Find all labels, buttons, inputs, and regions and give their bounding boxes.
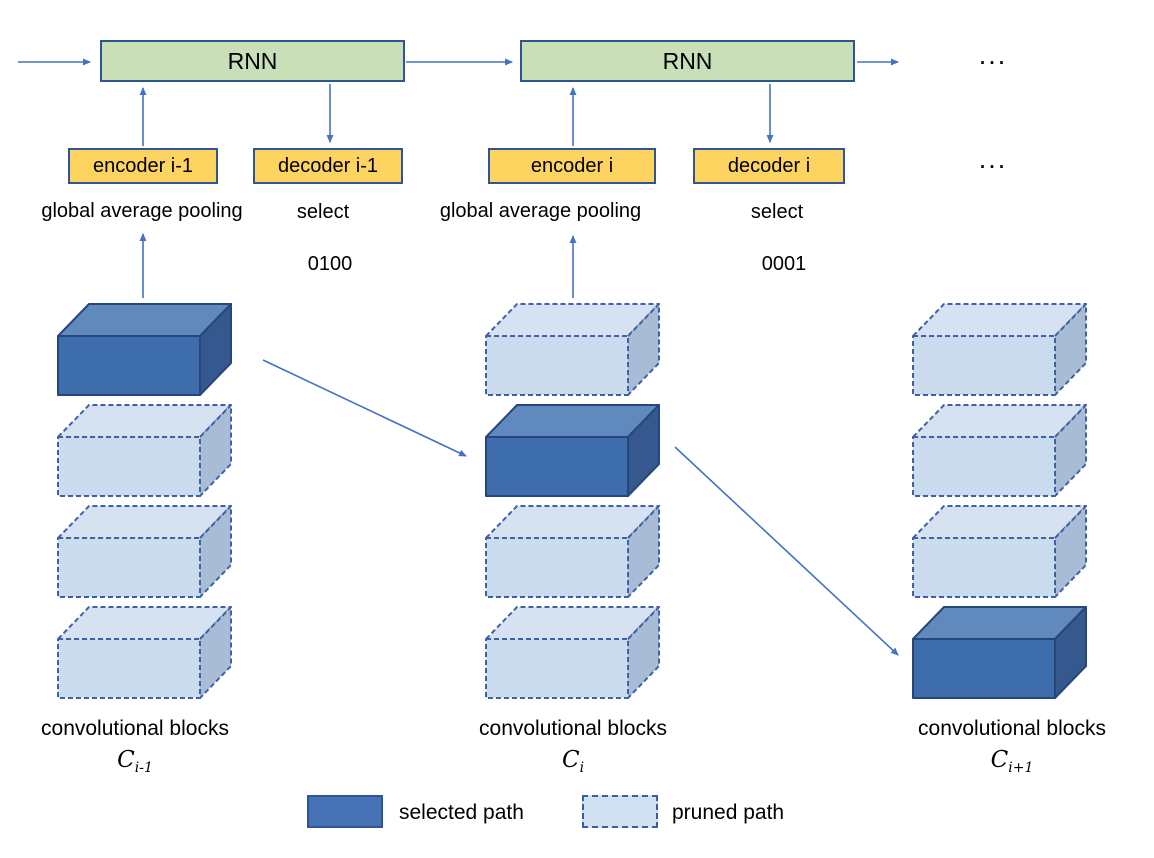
rnn-label-cur: RNN bbox=[662, 47, 713, 74]
path-arrow-prev-to-cur bbox=[262, 359, 467, 457]
select-label-cur: select bbox=[750, 201, 804, 223]
conv-block-pruned bbox=[485, 303, 660, 396]
conv-block-face bbox=[485, 638, 629, 699]
conv-block-pruned bbox=[485, 505, 660, 598]
conv-block-face bbox=[485, 335, 629, 396]
rnn-box-prev: RNN bbox=[100, 40, 405, 82]
conv-stack-next bbox=[912, 302, 1090, 702]
encoder-cur-label: encoder i bbox=[530, 154, 614, 177]
decoder-cur-box: decoder i bbox=[693, 148, 845, 184]
conv-block-face bbox=[912, 436, 1056, 497]
math-subscript: i+1 bbox=[1008, 760, 1034, 776]
conv-block-face bbox=[485, 537, 629, 598]
conv-block-pruned bbox=[485, 606, 660, 699]
decoder-prev-box: decoder i-1 bbox=[253, 148, 403, 184]
path-arrow-cur-to-next bbox=[674, 446, 899, 656]
conv-block-face bbox=[912, 335, 1056, 396]
math-symbol: C bbox=[561, 747, 580, 773]
encoder-prev-label: encoder i-1 bbox=[92, 154, 194, 177]
rnn-label-prev: RNN bbox=[227, 47, 278, 74]
legend-swatch-selected bbox=[307, 795, 383, 828]
conv-block-pruned bbox=[912, 303, 1087, 396]
conv-caption-cur-symbol: Ci bbox=[453, 746, 693, 782]
conv-block-pruned bbox=[912, 404, 1087, 497]
gap-label-cur: global average pooling bbox=[439, 200, 642, 222]
math-subscript: i-1 bbox=[134, 760, 153, 776]
select-label-prev: select bbox=[296, 201, 350, 223]
decoder-prev-label: decoder i-1 bbox=[277, 154, 379, 177]
conv-block-face bbox=[1054, 303, 1087, 396]
decoder-cur-label: decoder i bbox=[727, 154, 811, 177]
conv-block-pruned bbox=[57, 606, 232, 699]
conv-caption-cur: convolutional blocks Ci bbox=[453, 716, 693, 782]
conv-block-selected bbox=[912, 606, 1087, 699]
conv-stack-next-svg bbox=[912, 303, 1087, 699]
conv-caption-prev: convolutional blocks Ci-1 bbox=[15, 716, 255, 782]
select-code-prev: 0100 bbox=[307, 253, 353, 275]
conv-block-face bbox=[57, 537, 201, 598]
conv-block-face bbox=[199, 404, 232, 497]
conv-block-face bbox=[485, 436, 629, 497]
conv-caption-cur-text: convolutional blocks bbox=[479, 717, 667, 740]
select-code-cur: 0001 bbox=[761, 253, 807, 275]
rnn-box-cur: RNN bbox=[520, 40, 855, 82]
conv-block-face bbox=[57, 638, 201, 699]
encoder-prev-box: encoder i-1 bbox=[68, 148, 218, 184]
rnn-row-ellipsis: ... bbox=[978, 40, 1008, 70]
conv-stack-cur bbox=[485, 302, 663, 702]
conv-block-face bbox=[1054, 505, 1087, 598]
conv-block-selected bbox=[57, 303, 232, 396]
conv-block-face bbox=[627, 606, 660, 699]
math-subscript: i bbox=[579, 760, 585, 776]
conv-caption-next: convolutional blocks Ci+1 bbox=[892, 716, 1132, 782]
conv-stack-prev-svg bbox=[57, 303, 232, 699]
conv-caption-next-symbol: Ci+1 bbox=[892, 746, 1132, 782]
conv-block-pruned bbox=[57, 505, 232, 598]
conv-block-face bbox=[912, 537, 1056, 598]
math-symbol: C bbox=[990, 747, 1009, 773]
conv-block-face bbox=[199, 505, 232, 598]
conv-block-face bbox=[57, 436, 201, 497]
conv-block-face bbox=[57, 335, 201, 396]
conv-block-face bbox=[912, 638, 1056, 699]
conv-caption-prev-text: convolutional blocks bbox=[41, 717, 229, 740]
conv-block-pruned bbox=[57, 404, 232, 497]
conv-stack-cur-svg bbox=[485, 303, 660, 699]
math-symbol: C bbox=[117, 747, 135, 773]
legend-label-pruned: pruned path bbox=[672, 801, 785, 824]
conv-block-pruned bbox=[912, 505, 1087, 598]
conv-block-selected bbox=[485, 404, 660, 497]
conv-stack-prev bbox=[57, 302, 235, 702]
conv-caption-next-text: convolutional blocks bbox=[918, 717, 1106, 740]
conv-block-face bbox=[627, 303, 660, 396]
encoder-cur-box: encoder i bbox=[488, 148, 656, 184]
gap-label-prev: global average pooling bbox=[41, 200, 243, 222]
conv-caption-prev-symbol: Ci-1 bbox=[15, 746, 255, 782]
legend-label-selected: selected path bbox=[399, 801, 524, 824]
legend-swatch-pruned bbox=[582, 795, 658, 828]
conv-block-face bbox=[627, 505, 660, 598]
coder-row-ellipsis: ... bbox=[978, 144, 1008, 174]
conv-block-face bbox=[1054, 404, 1087, 497]
conv-block-face bbox=[199, 606, 232, 699]
